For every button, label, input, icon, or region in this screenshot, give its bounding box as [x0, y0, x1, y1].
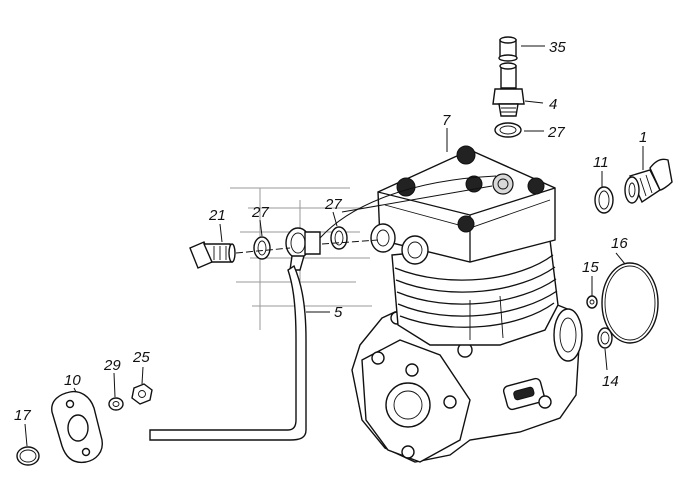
part-16-large-ring: [601, 262, 659, 344]
compressor-assembly: [351, 145, 583, 463]
callout-27-left: 27: [251, 204, 269, 221]
callout-10: 10: [64, 372, 81, 389]
callout-16: 16: [611, 235, 628, 252]
rear-collar: [553, 308, 583, 362]
side-port-upper: [370, 223, 396, 253]
part-14-ring: [597, 327, 613, 349]
callout-1: 1: [639, 129, 647, 146]
callout-4: 4: [549, 96, 557, 113]
callout-27-right: 27: [324, 196, 342, 213]
callout-11: 11: [593, 154, 609, 171]
part-17-ring: [16, 446, 40, 466]
part-5-pipe: [149, 227, 321, 441]
callout-15: 15: [582, 259, 599, 276]
head-outlet-port: [492, 173, 514, 195]
part-15-small-washer: [586, 295, 598, 309]
callout-7: 7: [442, 112, 451, 129]
part-25-nut: [131, 383, 153, 405]
callout-labels: 35 4 27 7 1 11 16 21 27 27 15 5 14 29 25…: [14, 39, 647, 424]
part-11-ring: [594, 186, 614, 214]
callout-14: 14: [602, 373, 619, 390]
assembly-line-pipe: [321, 239, 379, 245]
part-27-washer-right: [330, 226, 348, 250]
part-27-washer-top: [494, 122, 522, 138]
part-4-fitting: [492, 62, 525, 117]
callout-27-top: 27: [547, 124, 565, 141]
side-port-lower: [401, 235, 429, 265]
part-1-elbow: [624, 158, 673, 204]
part-21-bolt: [189, 241, 236, 269]
assembly-line-bolt: [235, 247, 291, 254]
leader-lines: [24, 45, 644, 447]
part-27-washer-left: [253, 236, 271, 260]
part-10-flange-plate: [51, 390, 103, 464]
callout-21: 21: [208, 207, 226, 224]
cylinder-barrel: [391, 239, 559, 346]
callout-29: 29: [103, 357, 121, 374]
callout-17: 17: [14, 407, 31, 424]
part-35-cap: [498, 36, 518, 62]
callout-5: 5: [334, 304, 343, 321]
callout-35: 35: [549, 39, 566, 56]
callout-25: 25: [132, 349, 150, 366]
part-29-washer: [108, 397, 124, 411]
